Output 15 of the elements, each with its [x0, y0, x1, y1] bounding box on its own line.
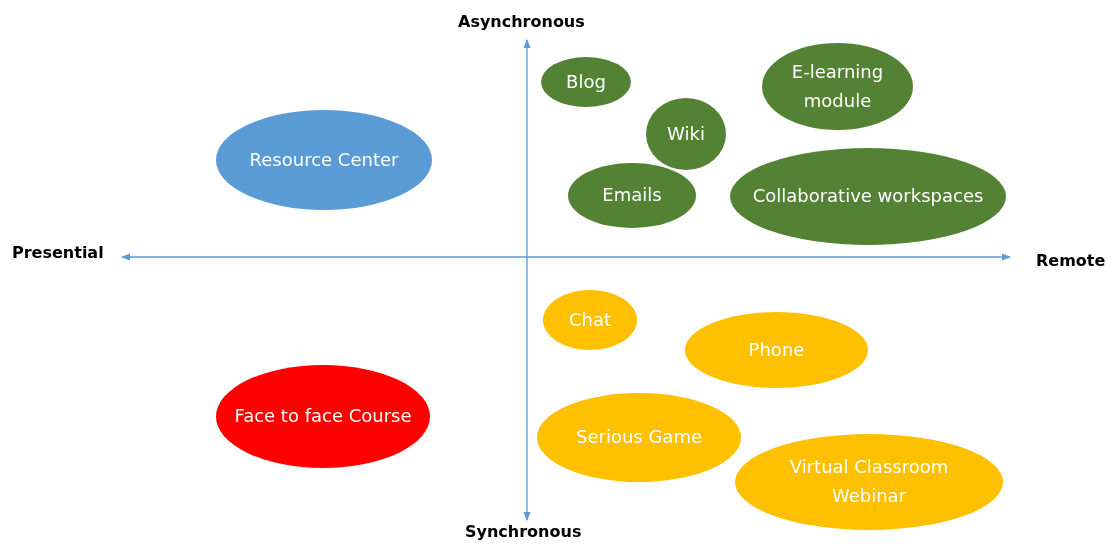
- axis-label: Presential: [12, 243, 104, 262]
- axis-label: Synchronous: [465, 522, 582, 541]
- topic-ellipse: Emails: [568, 163, 696, 228]
- topic-ellipse: Serious Game: [537, 393, 741, 482]
- axis-label: Remote: [1036, 251, 1106, 270]
- topic-ellipse: Face to face Course: [216, 365, 430, 468]
- topic-ellipse: Phone: [685, 312, 868, 388]
- topic-ellipse: E-learning module: [762, 43, 913, 130]
- topic-ellipse: Chat: [543, 290, 637, 350]
- axis-label: Asynchronous: [458, 12, 585, 31]
- topic-ellipse: Virtual Classroom Webinar: [735, 434, 1003, 530]
- topic-ellipse: Wiki: [646, 98, 726, 170]
- topic-ellipse: Collaborative workspaces: [730, 148, 1006, 245]
- topic-ellipse: Blog: [541, 57, 631, 107]
- topic-ellipse: Resource Center: [216, 110, 432, 210]
